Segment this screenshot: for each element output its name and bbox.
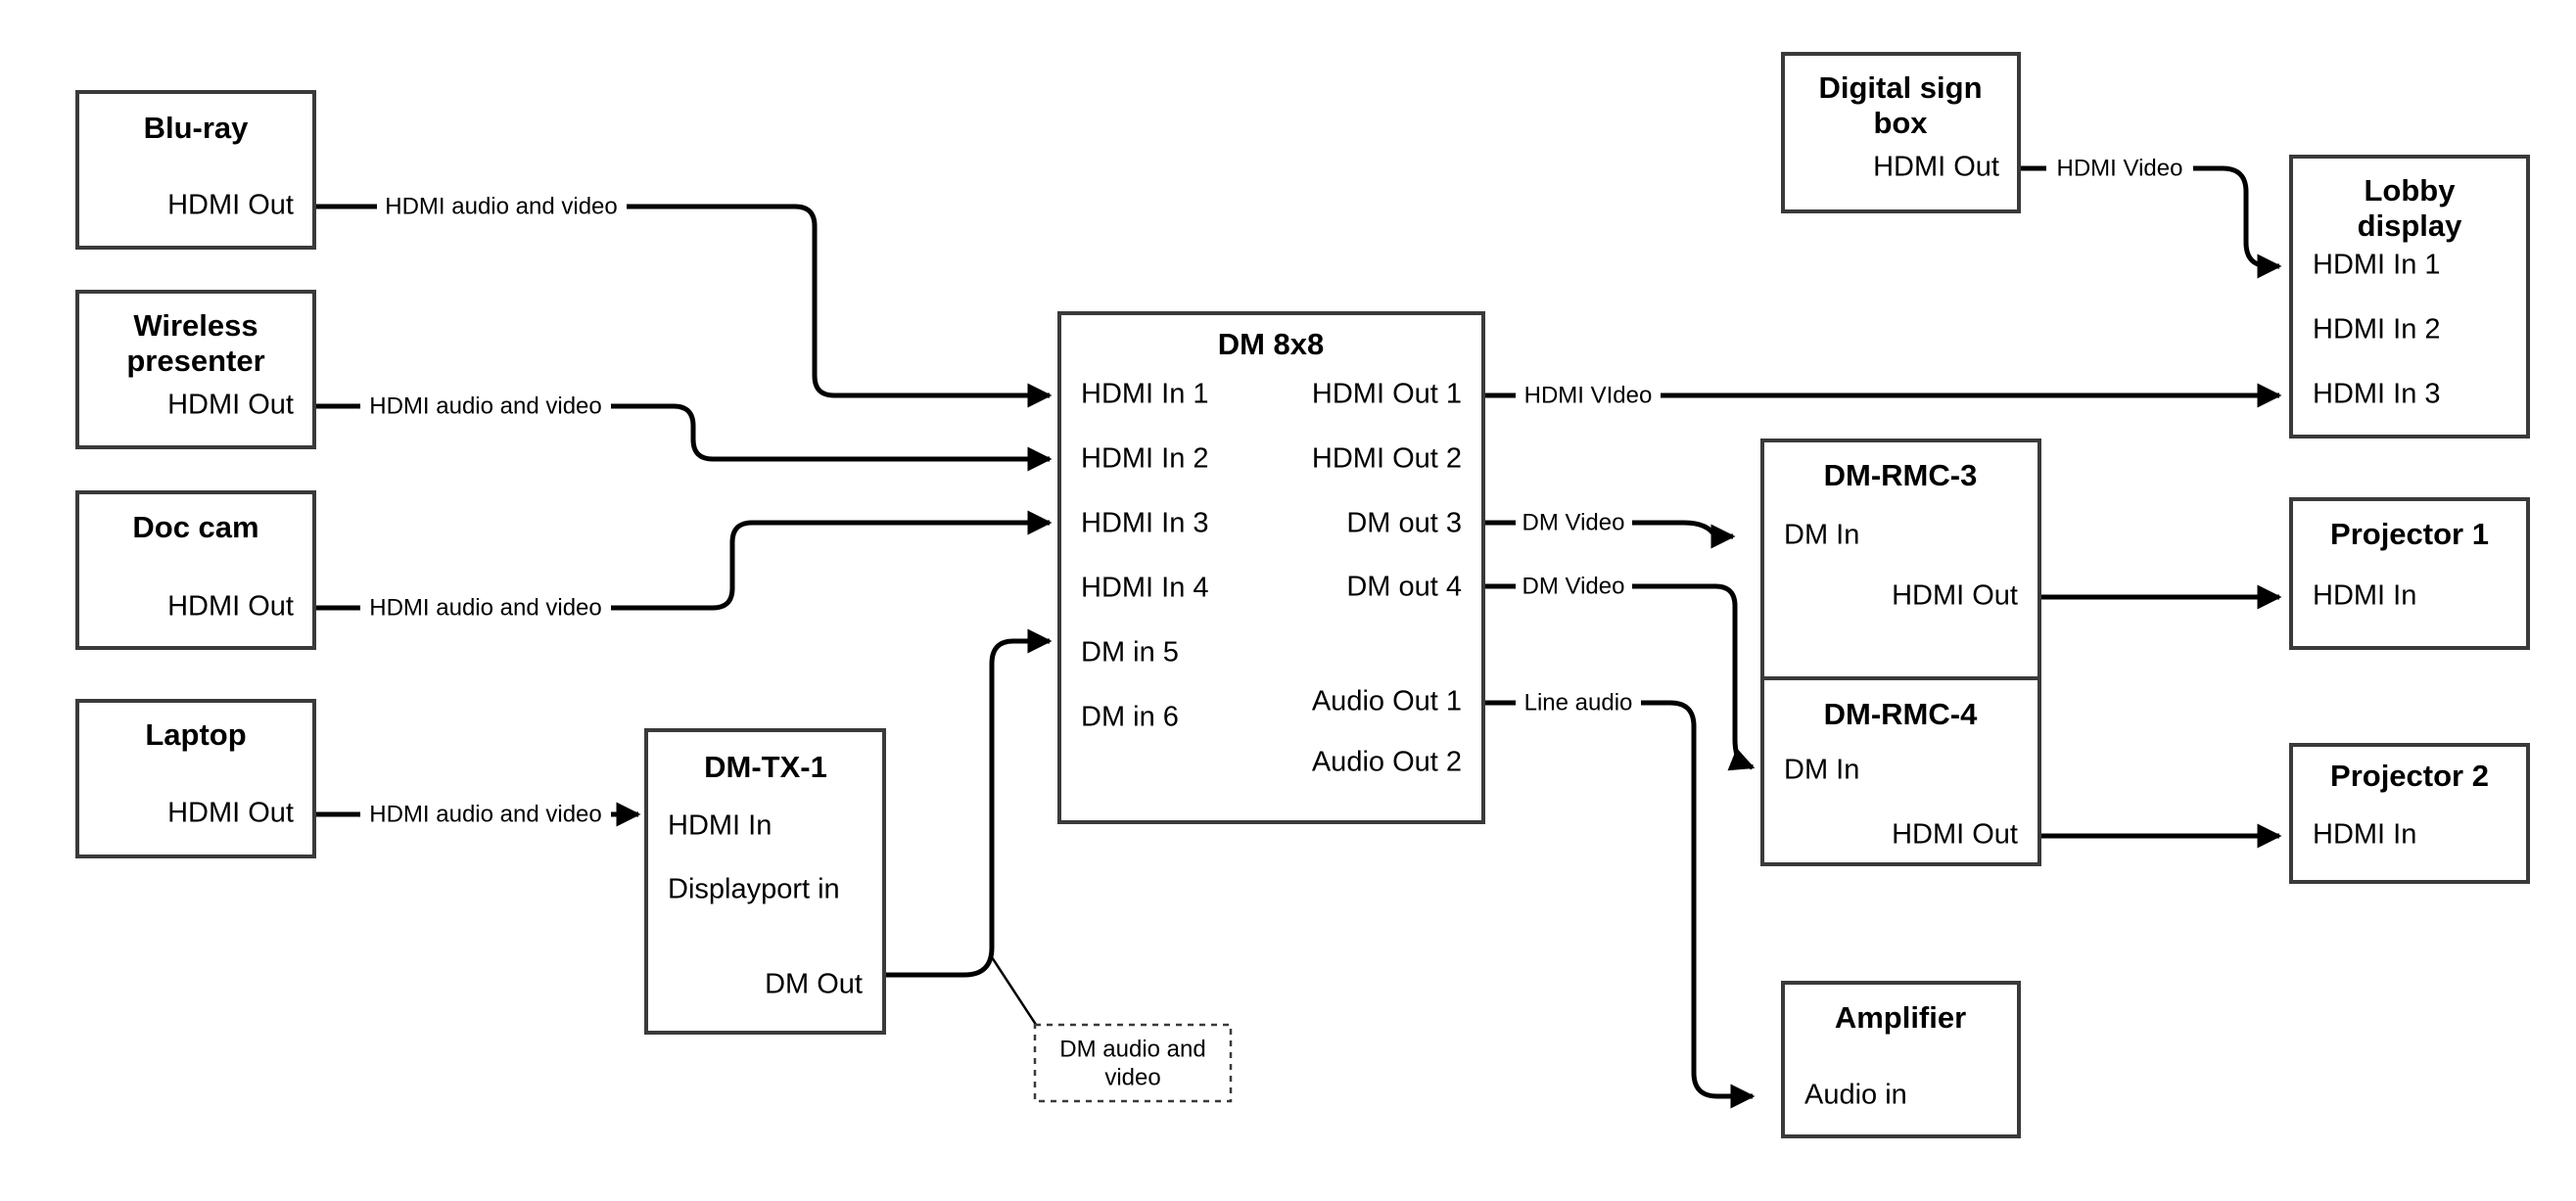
edge-label-doccam: HDMI audio and video [369, 594, 601, 621]
node-digital-sign-box-port-hdmi-out: HDMI Out [1873, 152, 1999, 183]
edge-bluray-to-dm8x8-hdmi-in-1: HDMI audio and video [314, 193, 1053, 408]
node-projector-2-box[interactable] [2289, 743, 2530, 884]
node-dm-tx-1-box[interactable] [644, 728, 886, 1035]
node-dm-rmc-4-title: DM-RMC-4 [1824, 697, 1978, 731]
node-digital-sign-box-box[interactable] [1781, 52, 2021, 213]
node-lobby-display[interactable]: Lobby display HDMI In 1 HDMI In 2 HDMI I… [2289, 155, 2530, 439]
node-dm-8x8-input-1: HDMI In 1 [1081, 379, 1209, 410]
node-wireless-presenter-title-line2: presenter [126, 344, 264, 378]
node-dm-8x8-output-1: HDMI Out 1 [1312, 379, 1462, 410]
node-dm-tx-1[interactable]: DM-TX-1 HDMI In Displayport in DM Out [644, 728, 886, 1035]
node-amplifier-box[interactable] [1781, 981, 2021, 1138]
edge-dmtx1-to-dm8x8-dm-in-5 [884, 628, 1053, 978]
node-projector-2-title: Projector 2 [2330, 759, 2489, 793]
node-laptop-title: Laptop [145, 717, 246, 752]
node-doc-cam[interactable]: Doc cam HDMI Out [75, 490, 316, 650]
node-laptop-box[interactable] [75, 699, 316, 858]
node-wireless-presenter[interactable]: Wireless presenter HDMI Out [75, 290, 316, 449]
node-dm-8x8[interactable]: DM 8x8 HDMI In 1 HDMI In 2 HDMI In 3 HDM… [1057, 311, 1485, 824]
node-wireless-presenter-box[interactable] [75, 290, 316, 449]
node-dm-8x8-input-3: HDMI In 3 [1081, 508, 1209, 539]
node-bluray-title: Blu-ray [144, 111, 250, 145]
node-lobby-display-box[interactable] [2289, 155, 2530, 439]
node-projector-2-port-hdmi-in: HDMI In [2313, 819, 2416, 851]
callout-dm-audio-and-video-line2: video [1104, 1064, 1160, 1090]
node-dm-8x8-title: DM 8x8 [1218, 327, 1325, 361]
node-doc-cam-box[interactable] [75, 490, 316, 650]
node-lobby-display-input-3: HDMI In 3 [2313, 379, 2441, 410]
node-dm-8x8-output-5: Audio Out 1 [1312, 686, 1462, 717]
node-wireless-presenter-port-hdmi-out: HDMI Out [167, 390, 294, 421]
node-dm-8x8-output-2: HDMI Out 2 [1312, 443, 1462, 475]
node-dm-rmc-4[interactable]: DM-RMC-4 DM In HDMI Out [1760, 676, 2041, 866]
node-dm-tx-1-title: DM-TX-1 [704, 750, 827, 784]
node-dm-tx-1-port-hdmi-in: HDMI In [668, 810, 772, 842]
node-lobby-display-title-line2: display [2358, 208, 2463, 243]
node-laptop[interactable]: Laptop HDMI Out [75, 699, 316, 858]
node-dm-8x8-input-2: HDMI In 2 [1081, 443, 1209, 475]
node-amplifier-title: Amplifier [1835, 1000, 1966, 1035]
node-projector-1[interactable]: Projector 1 HDMI In [2289, 497, 2530, 650]
node-dm-tx-1-port-dm-out: DM Out [765, 969, 863, 1000]
callout-dm-audio-and-video: DM audio and video [1033, 1023, 1233, 1103]
node-dm-8x8-output-3: DM out 3 [1346, 508, 1462, 539]
node-projector-1-port-hdmi-in: HDMI In [2313, 580, 2416, 612]
node-wireless-presenter-title-line1: Wireless [133, 308, 258, 343]
node-lobby-display-title-line1: Lobby [2365, 173, 2457, 208]
node-dm-8x8-output-4: DM out 4 [1346, 572, 1462, 603]
node-dm-rmc-4-port-hdmi-out: HDMI Out [1892, 819, 2018, 851]
node-dm-8x8-input-4: HDMI In 4 [1081, 573, 1209, 604]
edge-dm8x8-dm-out-4-to-rmc4: DM Video [1483, 573, 1756, 771]
node-lobby-display-input-1: HDMI In 1 [2313, 250, 2441, 281]
edge-digitalsign-to-lobby-hdmi-in-1: HDMI Video [2019, 155, 2282, 279]
node-doc-cam-port-hdmi-out: HDMI Out [167, 591, 294, 623]
edge-label-line-audio: Line audio [1524, 689, 1633, 716]
node-amplifier[interactable]: Amplifier Audio in [1781, 981, 2021, 1138]
edge-dm8x8-hdmi-out-1-to-lobby-hdmi-in-3: HDMI VIdeo [1483, 382, 2282, 408]
node-dm-8x8-output-6: Audio Out 2 [1312, 747, 1462, 778]
node-digital-sign-box-title-line1: Digital sign [1818, 70, 1982, 105]
edge-label-dm-video-4: DM Video [1522, 573, 1625, 599]
callout-dm-audio-and-video-line1: DM audio and [1059, 1036, 1205, 1062]
node-dm-8x8-input-5: DM in 5 [1081, 637, 1179, 669]
node-lobby-display-input-2: HDMI In 2 [2313, 314, 2441, 346]
node-bluray-box[interactable] [75, 90, 316, 250]
node-digital-sign-box-title-line2: box [1873, 106, 1928, 140]
node-projector-1-title: Projector 1 [2330, 517, 2489, 551]
edge-label-laptop: HDMI audio and video [369, 801, 601, 827]
edge-dm8x8-dm-out-3-to-rmc3: DM Video [1483, 509, 1736, 549]
edge-doccam-to-dm8x8-hdmi-in-3: HDMI audio and video [314, 510, 1053, 621]
node-amplifier-port-audio-in: Audio in [1804, 1080, 1907, 1111]
node-dm-rmc-3-title: DM-RMC-3 [1824, 458, 1978, 492]
node-dm-rmc-4-box[interactable] [1760, 676, 2041, 866]
node-dm-rmc-4-port-dm-in: DM In [1784, 755, 1859, 786]
node-doc-cam-title: Doc cam [132, 510, 258, 544]
node-dm-rmc-3-port-dm-in: DM In [1784, 520, 1859, 551]
edge-label-dm-video-3: DM Video [1522, 509, 1625, 535]
callout-dm-audio-and-video-box [1033, 1023, 1233, 1103]
node-dm-tx-1-port-displayport-in: Displayport in [668, 874, 840, 905]
edge-label-hdmi-video-lobby: HDMI VIdeo [1524, 382, 1653, 408]
node-dm-8x8-input-6: DM in 6 [1081, 702, 1179, 733]
node-dm-8x8-box[interactable] [1057, 311, 1485, 824]
edge-wireless-to-dm8x8-hdmi-in-2: HDMI audio and video [314, 393, 1053, 472]
node-laptop-port-hdmi-out: HDMI Out [167, 798, 294, 829]
node-digital-sign-box[interactable]: Digital sign box HDMI Out [1781, 52, 2021, 213]
node-dm-rmc-3-port-hdmi-out: HDMI Out [1892, 580, 2018, 612]
node-bluray[interactable]: Blu-ray HDMI Out [75, 90, 316, 250]
edge-label-hdmi-video-sign: HDMI Video [2057, 155, 2183, 181]
edge-label-wireless: HDMI audio and video [369, 393, 601, 419]
edge-laptop-to-dmtx1-hdmi-in: HDMI audio and video [314, 801, 641, 827]
node-projector-1-box[interactable] [2289, 497, 2530, 650]
edge-dm8x8-audio-out-1-to-amplifier: Line audio [1483, 689, 1756, 1109]
node-bluray-port-hdmi-out: HDMI Out [167, 190, 294, 221]
node-projector-2[interactable]: Projector 2 HDMI In [2289, 743, 2530, 884]
edge-label-bluray: HDMI audio and video [385, 193, 617, 219]
